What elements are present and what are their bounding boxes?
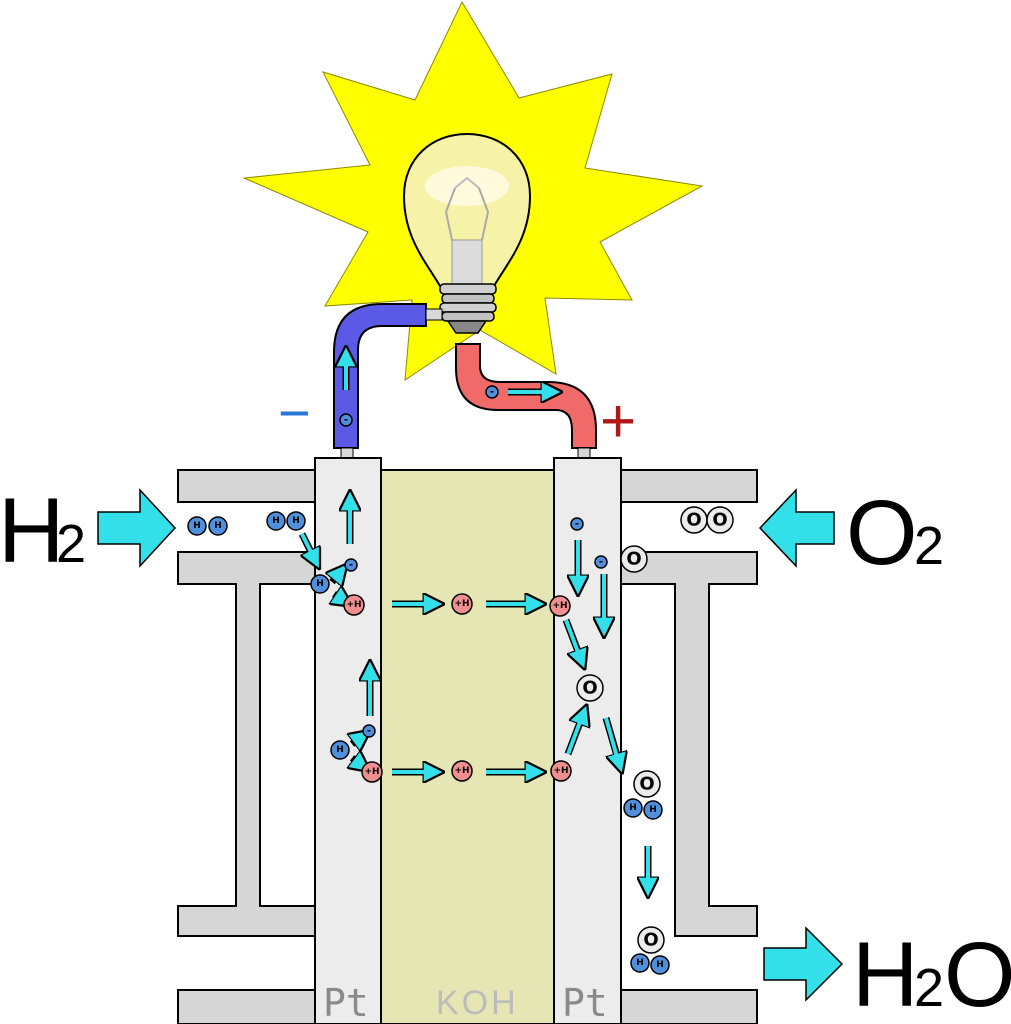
oxygen-atom: O	[576, 674, 604, 702]
hydrogen-atom: H	[630, 953, 650, 973]
svg-text:+H: +H	[553, 766, 568, 776]
svg-text:-: -	[490, 387, 494, 398]
svg-text:H: H	[629, 803, 637, 813]
cathode-label: Pt	[562, 981, 608, 1024]
svg-text:H: H	[336, 745, 344, 755]
svg-text:2: 2	[914, 516, 944, 576]
hydrogen-atom: H	[187, 516, 207, 536]
svg-text:H: H	[636, 958, 644, 968]
svg-text:O: O	[626, 549, 641, 570]
oxygen-atom: O	[706, 506, 734, 534]
proton: +H	[451, 760, 473, 782]
svg-text:O: O	[582, 678, 597, 699]
h2-inlet-arrow	[97, 488, 177, 568]
electron: -	[339, 413, 353, 427]
svg-text:O: O	[944, 924, 1011, 1024]
electrolyte-label: KOH	[436, 984, 519, 1022]
svg-text:H: H	[649, 805, 657, 815]
proton: +H	[361, 761, 383, 783]
svg-text:+H: +H	[364, 767, 379, 777]
electrolyte	[380, 469, 555, 1024]
svg-text:+H: +H	[454, 599, 469, 609]
svg-text:-: -	[575, 519, 579, 530]
o2-inlet-arrow	[758, 488, 835, 568]
hydrogen-atom: H	[643, 800, 663, 820]
svg-text:H: H	[316, 579, 324, 589]
bulb-glass	[402, 132, 532, 287]
svg-text:-: -	[344, 415, 348, 426]
h2-label: H 2	[0, 480, 86, 582]
electron: -	[570, 517, 584, 531]
oxygen-atom: O	[620, 545, 648, 573]
hydrogen-atom: H	[208, 516, 228, 536]
svg-text:-: -	[599, 557, 603, 568]
h2o-outlet-arrow	[763, 926, 844, 1002]
svg-text:H: H	[272, 516, 280, 526]
svg-text:O: O	[712, 510, 727, 531]
hydrogen-atom: H	[286, 511, 306, 531]
proton: +H	[550, 760, 572, 782]
proton: +H	[549, 595, 571, 617]
oxygen-atom: O	[680, 506, 708, 534]
svg-text:H: H	[656, 960, 664, 970]
svg-text:O: O	[639, 774, 654, 795]
plus-sign: +	[600, 387, 636, 456]
hydrogen-atom: H	[330, 740, 350, 760]
oxygen-atom: O	[637, 926, 665, 954]
electron: -	[594, 555, 608, 569]
svg-text:H: H	[292, 516, 300, 526]
oxygen-atom: O	[633, 770, 661, 798]
h2o-label: H 2 O	[852, 924, 1011, 1024]
svg-text:2: 2	[914, 958, 944, 1018]
hydrogen-atom: H	[310, 574, 330, 594]
negative-wire	[333, 303, 427, 449]
o2-label: O 2	[846, 482, 944, 584]
electron: -	[344, 558, 358, 572]
svg-text:H: H	[0, 480, 64, 582]
minus-sign: −	[278, 381, 311, 444]
svg-text:+H: +H	[346, 600, 361, 610]
svg-text:-: -	[367, 726, 371, 737]
svg-text:O: O	[643, 930, 658, 951]
svg-text:2: 2	[56, 514, 86, 574]
svg-text:H: H	[214, 521, 222, 531]
hydrogen-atom: H	[266, 511, 286, 531]
bulb-base	[439, 283, 497, 334]
svg-text:H: H	[852, 924, 918, 1024]
svg-text:+H: +H	[552, 601, 567, 611]
hydrogen-atom: H	[650, 955, 670, 975]
hydrogen-atom: H	[623, 798, 643, 818]
proton: +H	[343, 594, 365, 616]
electron: -	[362, 724, 376, 738]
positive-wire	[455, 343, 597, 449]
svg-text:-: -	[349, 560, 353, 571]
svg-text:+H: +H	[454, 766, 469, 776]
svg-text:O: O	[686, 510, 701, 531]
housing	[177, 469, 758, 1024]
proton: +H	[451, 593, 473, 615]
svg-text:H: H	[193, 521, 201, 531]
svg-text:O: O	[846, 482, 918, 584]
electron: -	[485, 385, 499, 399]
anode-label: Pt	[323, 981, 369, 1024]
